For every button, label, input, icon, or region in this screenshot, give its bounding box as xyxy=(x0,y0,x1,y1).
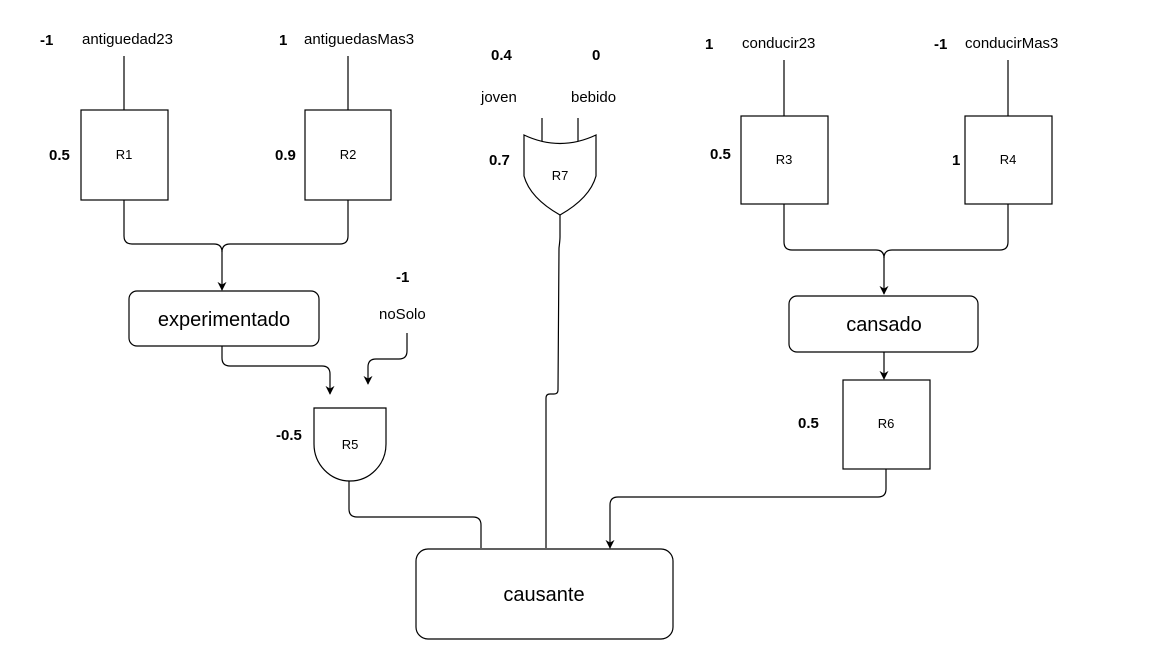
rule-r5-label: R5 xyxy=(342,437,359,452)
edge-r1-experimentado xyxy=(123,200,227,291)
input-label-conducir23: conducir23 xyxy=(742,35,815,52)
rule-r2-label: R2 xyxy=(340,147,357,162)
input-value-antiguedad23: -1 xyxy=(40,32,53,49)
rule-r5-and-gate: R5 -0.5 xyxy=(276,407,387,482)
rule-r3-weight: 0.5 xyxy=(710,146,731,163)
rule-r2-weight: 0.9 xyxy=(275,147,296,164)
rule-r3-box xyxy=(740,115,829,205)
and-gate-shape xyxy=(313,407,387,482)
rule-r1-weight: 0.5 xyxy=(49,147,70,164)
input-value-joven: 0.4 xyxy=(491,47,513,64)
input-label-conducirmas3: conducirMas3 xyxy=(965,35,1058,52)
input-value-conducirmas3: -1 xyxy=(934,36,947,53)
rule-r6: R6 0.5 xyxy=(798,379,931,470)
input-label-antiguedad23: antiguedad23 xyxy=(82,31,173,48)
input-label-bebido: bebido xyxy=(571,89,616,106)
node-causante: causante xyxy=(415,548,674,640)
rule-r3: R3 0.5 xyxy=(710,115,829,205)
rule-r6-weight: 0.5 xyxy=(798,415,819,432)
connectors xyxy=(123,56,1009,549)
rule-r4-box xyxy=(964,115,1053,205)
rule-r4-label: R4 xyxy=(1000,152,1017,167)
rule-r3-label: R3 xyxy=(776,152,793,167)
edge-nosolo-r5 xyxy=(363,333,408,385)
input-label-joven: joven xyxy=(480,89,517,106)
rule-r7-or-gate: R7 0.7 xyxy=(489,134,597,216)
input-label-nosolo: noSolo xyxy=(379,306,426,323)
rule-r2-box xyxy=(304,109,392,201)
rule-r4: R4 1 xyxy=(952,115,1053,205)
edge-r2-experimentado xyxy=(221,200,349,253)
edge-r6-causante xyxy=(605,469,887,549)
rule-r6-label: R6 xyxy=(878,416,895,431)
node-causante-label: causante xyxy=(503,584,584,606)
edge-r5-causante xyxy=(348,481,482,548)
edge-r7-causante xyxy=(545,215,561,548)
rule-r1: R1 0.5 xyxy=(49,109,169,201)
edge-r4-cansado xyxy=(883,204,1009,259)
input-value-bebido: 0 xyxy=(592,47,600,64)
node-cansado: cansado xyxy=(788,295,979,353)
edge-r3-cansado xyxy=(783,204,889,295)
node-experimentado-label: experimentado xyxy=(158,309,290,331)
rule-r2: R2 0.9 xyxy=(275,109,392,201)
or-gate-shape xyxy=(523,134,597,216)
input-value-antiguedasmas3: 1 xyxy=(279,32,287,49)
rule-r5-weight: -0.5 xyxy=(276,427,302,444)
rule-r7-weight: 0.7 xyxy=(489,152,510,169)
rule-r4-weight: 1 xyxy=(952,152,960,169)
rule-r6-box xyxy=(842,379,931,470)
node-cansado-label: cansado xyxy=(846,314,922,336)
input-label-antiguedasmas3: antiguedasMas3 xyxy=(304,31,414,48)
node-experimentado-box xyxy=(128,290,320,347)
input-value-nosolo: -1 xyxy=(396,269,409,286)
rule-r1-box xyxy=(80,109,169,201)
rule-r1-label: R1 xyxy=(116,147,133,162)
edge-experimentado-r5 xyxy=(221,346,335,395)
rule-r7-label: R7 xyxy=(552,168,569,183)
input-value-conducir23: 1 xyxy=(705,36,713,53)
node-causante-box xyxy=(415,548,674,640)
node-cansado-box xyxy=(788,295,979,353)
node-experimentado: experimentado xyxy=(128,290,320,347)
